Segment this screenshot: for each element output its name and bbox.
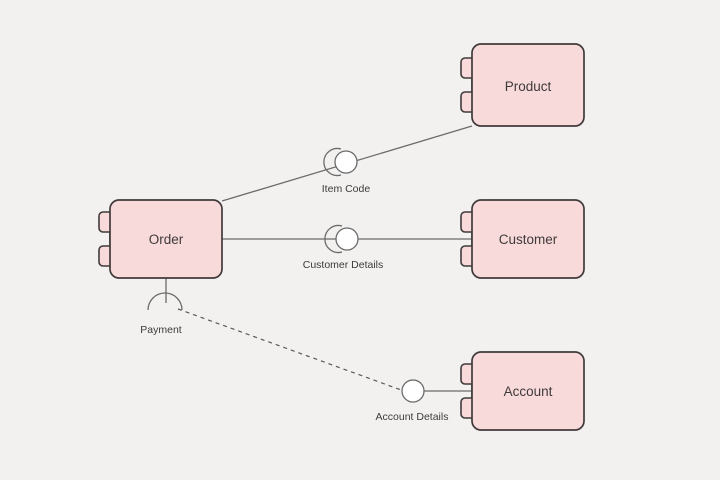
product-label: Product <box>505 79 552 94</box>
customer-body[interactable] <box>471 199 585 279</box>
component-product[interactable]: Product <box>460 43 585 127</box>
order-body[interactable] <box>109 199 223 279</box>
component-order[interactable]: Order <box>98 199 223 279</box>
customer-label: Customer <box>499 232 558 247</box>
connector-payment-to-account-details[interactable] <box>177 308 405 392</box>
interface-payment[interactable]: Payment <box>140 292 183 336</box>
account-label: Account <box>504 384 553 399</box>
payment-socket-icon <box>147 292 183 311</box>
component-customer[interactable]: Customer <box>460 199 585 279</box>
account-details-ball-icon[interactable] <box>401 379 425 403</box>
interface-account-details[interactable]: Account Details <box>376 379 449 423</box>
account-body[interactable] <box>471 351 585 431</box>
component-account[interactable]: Account <box>460 351 585 431</box>
customer-details-ball-icon[interactable] <box>335 227 359 251</box>
item-code-ball-icon[interactable] <box>334 150 358 174</box>
customer-details-label: Customer Details <box>303 259 384 271</box>
interface-item-code[interactable]: Item Code <box>322 147 371 196</box>
interface-customer-details[interactable]: Customer Details <box>303 224 384 271</box>
item-code-label: Item Code <box>322 183 371 195</box>
item-code-socket-icon <box>323 147 342 177</box>
customer-details-socket-icon <box>324 224 343 254</box>
payment-label: Payment <box>140 324 182 336</box>
product-body[interactable] <box>471 43 585 127</box>
account-details-label: Account Details <box>376 411 449 423</box>
order-label: Order <box>149 232 184 247</box>
